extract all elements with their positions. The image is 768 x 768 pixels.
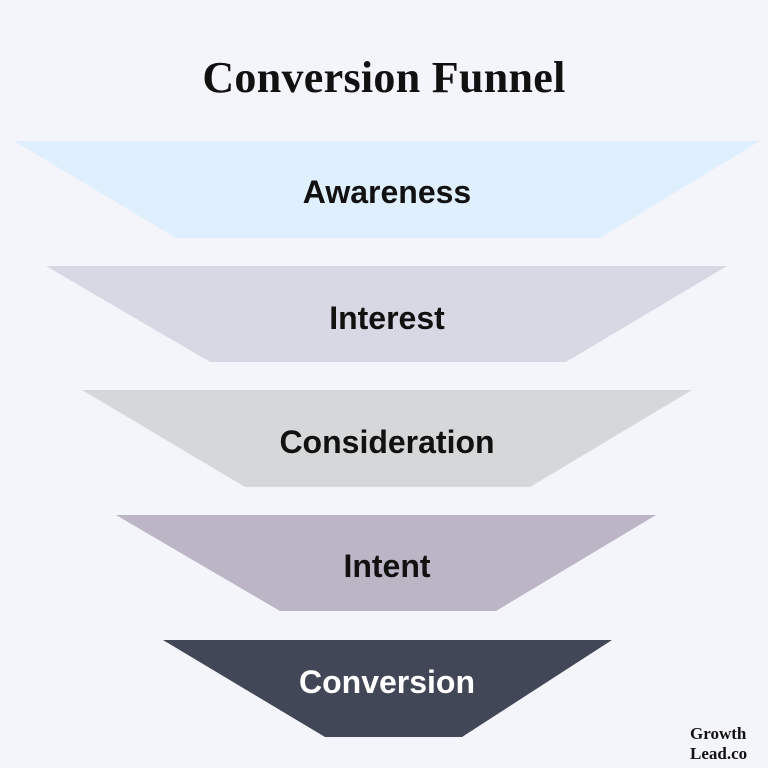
funnel-stage-label: Intent [343,548,430,584]
funnel-stage-shape [116,515,656,611]
funnel-stage-shape [163,640,612,737]
brand-line-growth: Growth [690,724,747,743]
brand-line-lead: Lead.co [690,744,748,763]
funnel-stage-label: Consideration [279,424,494,460]
funnel-stage-awareness: Awareness [14,141,760,238]
brand-logo: Growth Lead.co [690,724,747,764]
funnel-stage-shape [82,390,692,487]
funnel-stage-label: Interest [329,300,445,336]
funnel-stage-conversion: Conversion [163,640,612,737]
diagram-title: Conversion Funnel [202,53,566,102]
funnel-stage-intent: Intent [116,515,656,611]
funnel-stage-shape [46,266,727,362]
funnel-stage-shape [14,141,760,238]
funnel-stage-label: Awareness [303,174,471,210]
funnel-stage-consideration: Consideration [82,390,692,487]
funnel-stage-label: Conversion [299,664,475,700]
funnel-stage-interest: Interest [46,266,727,362]
